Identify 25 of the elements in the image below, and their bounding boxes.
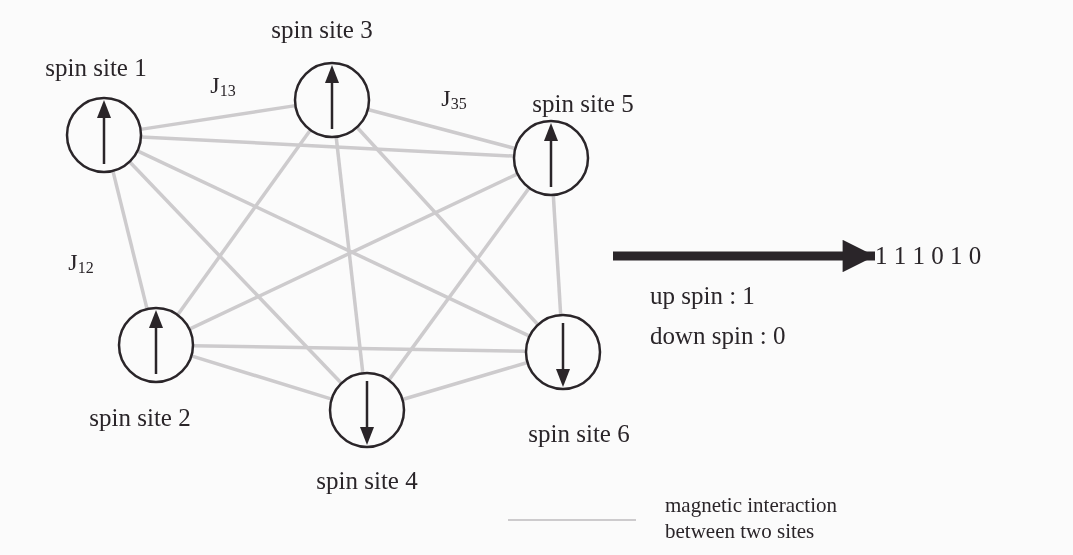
note-text: down spin : 0 bbox=[650, 322, 786, 350]
interaction-line bbox=[355, 126, 540, 326]
interaction-line bbox=[111, 170, 149, 310]
interaction-line bbox=[334, 136, 365, 374]
binary-string: 1 1 1 0 1 0 bbox=[875, 242, 982, 270]
site-label: spin site 2 bbox=[89, 404, 191, 432]
interaction-line bbox=[140, 135, 515, 158]
interaction-line bbox=[192, 343, 527, 354]
note-text: up spin : 1 bbox=[650, 282, 755, 310]
interaction-line bbox=[367, 107, 516, 151]
site-label: spin site 6 bbox=[528, 420, 630, 448]
interaction-line bbox=[136, 149, 531, 338]
legend-text: magnetic interaction between two sites bbox=[665, 492, 838, 544]
site-label: spin site 4 bbox=[316, 467, 418, 495]
site-label: spin site 5 bbox=[532, 90, 634, 118]
site-label: spin site 3 bbox=[271, 16, 373, 44]
interaction-line bbox=[128, 160, 343, 385]
interaction-line bbox=[188, 172, 519, 331]
interaction-line bbox=[551, 194, 563, 316]
interaction-line bbox=[140, 103, 296, 132]
site-label: spin site 1 bbox=[45, 54, 147, 82]
interaction-line bbox=[387, 186, 531, 382]
arrow bbox=[613, 239, 875, 273]
interaction-line bbox=[176, 129, 312, 316]
interaction-line bbox=[402, 360, 528, 402]
